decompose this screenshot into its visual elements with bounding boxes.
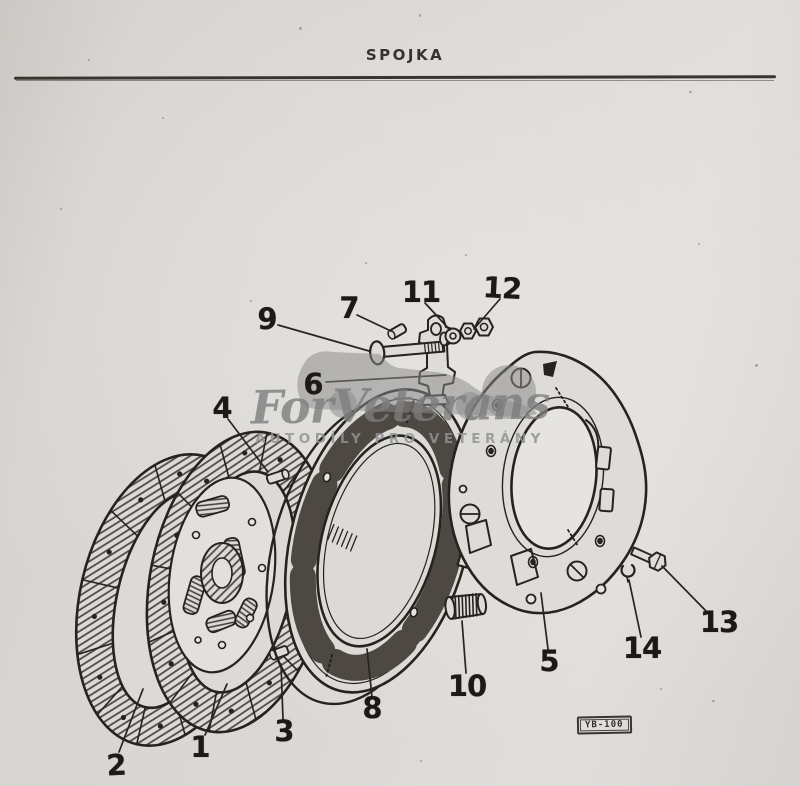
part-label-9: 9: [257, 302, 277, 336]
part-5-clutch-cover: [447, 350, 648, 615]
part-label-7: 7: [339, 291, 359, 325]
part-label-4: 4: [212, 391, 232, 425]
figure-code-box: YB-100: [576, 715, 632, 735]
part-label-11: 11: [401, 275, 441, 309]
part-label-14: 14: [622, 631, 662, 665]
part-label-3: 3: [274, 714, 294, 748]
part-label-8: 8: [362, 691, 382, 725]
part-4-rivet: [265, 468, 290, 485]
part-7-pin: [387, 323, 408, 340]
figure-code-text: YB-100: [579, 718, 629, 732]
part-label-12: 12: [481, 270, 523, 306]
part-10-coil-spring: [444, 592, 488, 620]
part-label-2: 2: [105, 747, 127, 783]
part-label-10: 10: [447, 669, 487, 703]
part-11-washer: [439, 327, 462, 347]
part-label-5: 5: [539, 644, 559, 678]
page-title: SPOJKA: [365, 46, 445, 64]
part-12-nuts: [459, 317, 494, 340]
part-label-13: 13: [699, 605, 739, 639]
part-14-retaining-cap: [620, 563, 636, 583]
part-label-6: 6: [303, 367, 323, 401]
title-rule-thin: [16, 80, 774, 81]
part-label-1: 1: [190, 730, 210, 764]
